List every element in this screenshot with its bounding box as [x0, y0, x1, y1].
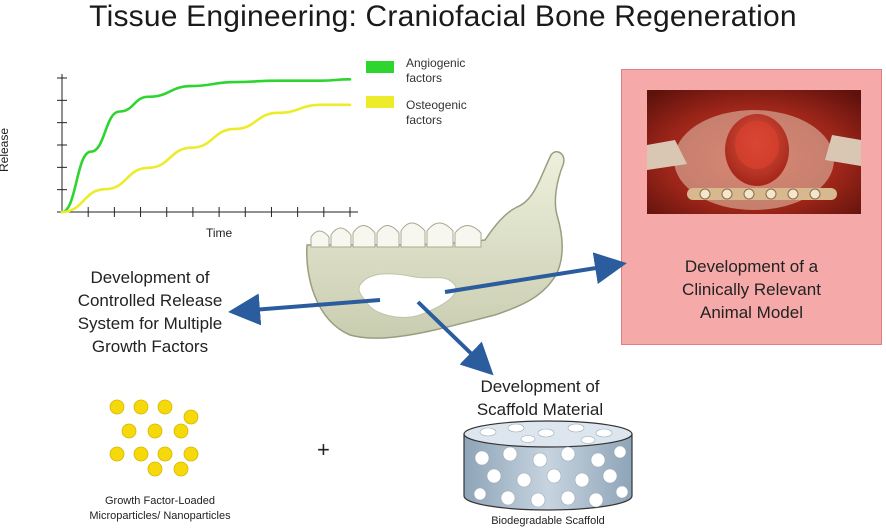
legend-swatch-osteogenic [366, 96, 394, 108]
animal-model-label: Development of a Clinically Relevant Ani… [682, 257, 821, 322]
page-title: Tissue Engineering: Craniofacial Bone Re… [89, 0, 797, 33]
surgical-photo-illustration [647, 90, 861, 214]
legend-swatch-angiogenic [366, 61, 394, 73]
chart-axes [57, 74, 358, 217]
arrow-to-controlled-release [228, 293, 381, 326]
release-chart [57, 74, 358, 217]
arrow-to-scaffold [416, 300, 494, 376]
controlled-release-label: Development of Controlled Release System… [77, 268, 223, 356]
chart-x-label: Time [206, 226, 233, 240]
series-line-0 [60, 78, 352, 214]
particles-illustration [109, 399, 199, 477]
legend-label-angiogenic: Angiogenic factors [406, 56, 466, 85]
series-line-1 [60, 103, 352, 214]
legend-label-osteogenic: Osteogenic factors [406, 98, 467, 127]
scaffold-caption: Biodegradable Scaffold [491, 515, 605, 527]
scaffold-material-label: Development of Scaffold Material [476, 377, 604, 419]
chart-lines [60, 78, 352, 214]
particles-caption: Growth Factor-Loaded Microparticles/ Nan… [89, 495, 231, 522]
surgical-photo [647, 90, 861, 214]
plus-sign: + [317, 437, 330, 462]
arrow-to-animal-model [444, 252, 627, 294]
scaffold-illustration [463, 420, 633, 511]
